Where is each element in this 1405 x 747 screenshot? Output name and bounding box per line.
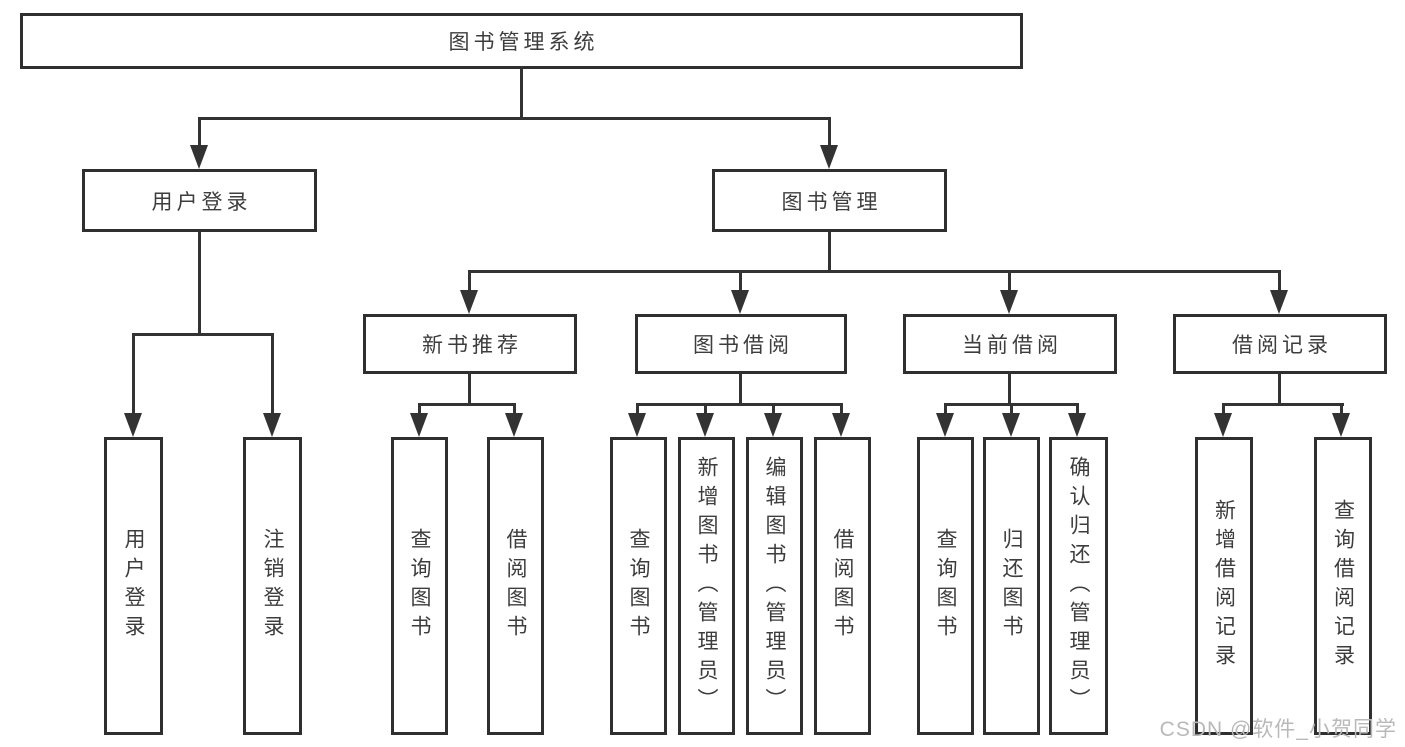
arrow-down-icon: [1214, 413, 1232, 437]
connector-line: [513, 403, 516, 415]
node-new-book-recommend: 新书推荐: [363, 314, 577, 374]
node-label: 新书推荐: [422, 334, 522, 357]
arrow-down-icon: [410, 413, 428, 437]
arrow-down-icon: [832, 413, 850, 437]
leaf-label: 归还图书: [1000, 528, 1023, 644]
connector-line: [828, 232, 831, 273]
arrow-down-icon: [460, 290, 478, 314]
arrow-down-icon: [936, 413, 954, 437]
node-book-borrowing: 图书借阅: [635, 314, 847, 374]
connector-line: [1076, 403, 1079, 415]
arrow-down-icon: [1002, 413, 1020, 437]
leaf-newrec-query-book: 查询图书: [391, 437, 448, 735]
connector-line: [198, 117, 201, 147]
connector-line: [418, 403, 516, 406]
leaf-logout: 注销登录: [243, 437, 302, 735]
leaf-label: 查询图书: [408, 528, 431, 644]
connector-line: [739, 270, 742, 292]
leaf-user-login: 用户登录: [104, 437, 163, 735]
connector-line: [739, 373, 742, 406]
leaf-label: 确认归还（管理员）: [1067, 455, 1090, 717]
leaf-label: 借阅图书: [831, 528, 854, 644]
leaf-label: 注销登录: [261, 528, 284, 644]
connector-line: [271, 333, 274, 415]
connector-line: [1008, 270, 1011, 292]
node-label: 用户登录: [151, 190, 252, 214]
node-book-management: 图书管理: [712, 169, 947, 232]
connector-line: [198, 232, 201, 336]
leaf-label: 用户登录: [122, 528, 145, 644]
connector-line: [132, 333, 135, 415]
arrow-down-icon: [731, 290, 749, 314]
connector-line: [1222, 403, 1344, 406]
node-label: 图书管理系统: [448, 31, 599, 54]
node-current-borrowing: 当前借阅: [903, 314, 1117, 374]
connector-line: [198, 117, 831, 120]
connector-line: [468, 373, 471, 406]
connector-line: [636, 403, 639, 415]
connector-line: [1008, 373, 1011, 406]
arrow-down-icon: [124, 413, 142, 437]
leaf-borrow-add-book-admin: 新增图书（管理员）: [678, 437, 735, 735]
connector-line: [1222, 403, 1225, 415]
leaf-label: 编辑图书（管理员）: [763, 455, 786, 717]
node-borrowing-records: 借阅记录: [1173, 314, 1387, 374]
node-label: 当前借阅: [962, 334, 1062, 357]
node-label: 图书借阅: [693, 334, 793, 357]
arrow-down-icon: [696, 413, 714, 437]
node-label: 借阅记录: [1232, 334, 1332, 357]
connector-line: [704, 403, 707, 415]
connector-line: [828, 117, 831, 147]
node-label: 图书管理: [781, 190, 882, 214]
connector-line: [1010, 403, 1013, 415]
connector-line: [468, 270, 471, 292]
arrow-down-icon: [1000, 290, 1018, 314]
leaf-label: 新增图书（管理员）: [695, 455, 718, 717]
arrow-down-icon: [505, 413, 523, 437]
arrow-down-icon: [1332, 413, 1350, 437]
connector-line: [772, 403, 775, 415]
connector-line: [636, 403, 843, 406]
leaf-borrow-edit-book-admin: 编辑图书（管理员）: [746, 437, 803, 735]
connector-line: [520, 66, 523, 120]
leaf-current-confirm-return-admin: 确认归还（管理员）: [1049, 437, 1108, 735]
node-user-login: 用户登录: [82, 169, 317, 232]
arrow-down-icon: [628, 413, 646, 437]
arrow-down-icon: [1068, 413, 1086, 437]
leaf-label: 查询图书: [627, 528, 650, 644]
connector-line: [840, 403, 843, 415]
leaf-records-add-record: 新增借阅记录: [1195, 437, 1253, 735]
arrow-down-icon: [1270, 290, 1288, 314]
connector-line: [468, 270, 1281, 273]
arrow-down-icon: [263, 413, 281, 437]
csdn-watermark: CSDN @软件_小贺同学: [1159, 718, 1397, 741]
connector-line: [1340, 403, 1343, 415]
leaf-label: 借阅图书: [504, 528, 527, 644]
leaf-borrow-borrow-book: 借阅图书: [814, 437, 871, 735]
connector-line: [418, 403, 421, 415]
leaf-label: 查询图书: [934, 528, 957, 644]
arrow-down-icon: [820, 145, 838, 169]
connector-line: [944, 403, 947, 415]
leaf-label: 新增借阅记录: [1212, 499, 1236, 673]
leaf-label: 查询借阅记录: [1331, 499, 1355, 673]
leaf-newrec-borrow-book: 借阅图书: [487, 437, 544, 735]
node-library-management-system: 图书管理系统: [20, 13, 1023, 69]
leaf-current-query-book: 查询图书: [917, 437, 974, 735]
leaf-records-query-record: 查询借阅记录: [1314, 437, 1372, 735]
leaf-current-return-book: 归还图书: [983, 437, 1040, 735]
connector-line: [132, 333, 274, 336]
connector-line: [1278, 270, 1281, 292]
arrow-down-icon: [190, 145, 208, 169]
connector-line: [1278, 373, 1281, 406]
leaf-borrow-query-book: 查询图书: [610, 437, 667, 735]
arrow-down-icon: [764, 413, 782, 437]
